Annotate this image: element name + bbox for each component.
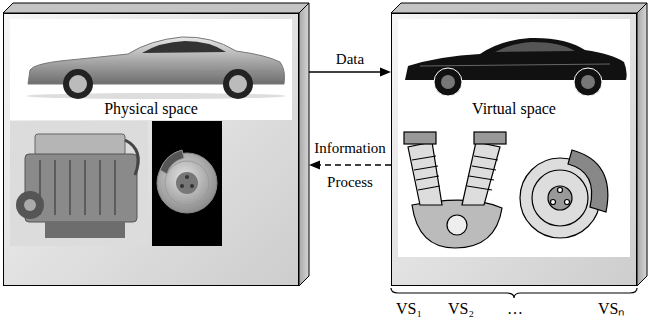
engine-drawing — [447, 215, 467, 235]
physical-box-faces — [3, 3, 309, 13]
brake-disc-photo — [185, 175, 189, 179]
brace — [391, 288, 637, 298]
engine-photo — [35, 134, 125, 156]
car-drawing — [581, 75, 595, 89]
virtual-box-faces — [391, 3, 647, 286]
brake-disc-photo — [160, 150, 184, 174]
virtual-space-label: … — [507, 300, 523, 318]
engine-photo — [10, 121, 148, 246]
brake-drawing — [520, 150, 608, 238]
physical-box-faces — [3, 3, 309, 286]
car-drawing — [574, 68, 602, 96]
brake-drawing — [548, 186, 572, 210]
virtual-space-label: VS₁ — [396, 300, 422, 318]
car-photo — [63, 69, 93, 99]
virtual-box-faces — [391, 13, 637, 286]
physical-space-box: Physical space — [3, 13, 299, 286]
brake-disc-photo — [152, 121, 222, 246]
edge-label: Information Process — [314, 140, 386, 190]
box-title: Virtual space — [400, 100, 628, 118]
virtual-box-faces — [637, 3, 647, 286]
physical-box-faces — [299, 3, 309, 286]
engine-photo — [10, 121, 148, 246]
virtual-space-box: Virtual space — [391, 13, 637, 286]
physical-box-faces — [3, 13, 299, 286]
brake-drawing — [568, 150, 608, 212]
engine-drawing — [467, 156, 498, 190]
engine-drawing — [412, 200, 502, 248]
box-title: Physical space — [12, 100, 290, 118]
brake-disc-photo — [176, 172, 198, 194]
information-process-arrow-head — [309, 161, 320, 170]
car-photo — [142, 41, 226, 53]
virtual-box-faces — [391, 3, 647, 13]
engine-photo — [24, 199, 36, 211]
car-photo — [223, 69, 253, 99]
engine-drawing — [408, 142, 442, 205]
engine-drawing — [462, 142, 500, 205]
data-arrow — [309, 68, 391, 77]
brake-disc-photo — [152, 121, 222, 246]
brake-disc-photo — [180, 184, 184, 188]
engine-photo — [40, 160, 115, 215]
information-process-arrow — [309, 161, 391, 170]
brake-disc-photo — [190, 184, 194, 188]
virtual-box-faces — [398, 19, 630, 257]
data-arrow-head — [380, 68, 391, 77]
engine-drawing — [404, 132, 506, 248]
car-drawing — [495, 42, 575, 52]
data-arrow-line — [309, 71, 381, 73]
brake-drawing — [532, 170, 588, 226]
brake-drawing — [565, 200, 570, 205]
virtual-space-label: VSₙ — [598, 300, 624, 318]
virtual-space-label: VS₂ — [448, 300, 474, 318]
car-photo — [10, 19, 292, 120]
car-drawing — [434, 68, 462, 96]
car-drawing — [441, 75, 455, 89]
car-photo — [69, 75, 87, 93]
engine-photo — [45, 222, 125, 238]
engine-drawing — [404, 132, 436, 144]
information-process-arrow-line — [319, 164, 391, 166]
brake-drawing — [551, 200, 556, 205]
engine-drawing — [412, 156, 440, 190]
brake-drawing — [558, 188, 563, 193]
car-photo — [229, 75, 247, 93]
edge-label: Data — [336, 51, 364, 68]
engine-photo — [16, 191, 44, 219]
engine-drawing — [474, 132, 506, 144]
car-drawing — [420, 64, 610, 66]
brake-disc-photo — [165, 161, 209, 205]
edge-label-box: Information Process — [308, 131, 392, 199]
car-drawing — [405, 38, 627, 96]
engine-photo — [125, 140, 138, 175]
car-photo — [10, 19, 292, 120]
